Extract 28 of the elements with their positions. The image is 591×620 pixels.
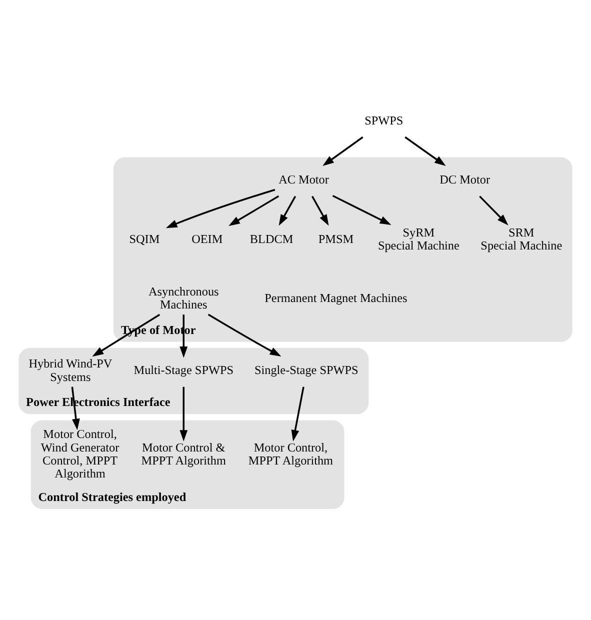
node-text: BLDCM bbox=[250, 231, 294, 246]
arrow bbox=[479, 195, 508, 225]
label: Permanent Magnet Machines bbox=[264, 290, 408, 304]
arrow bbox=[208, 313, 282, 356]
node-text: SyRM Special Machine bbox=[378, 224, 460, 252]
node-text: PMSM bbox=[318, 231, 354, 246]
node-text: SRM Special Machine bbox=[480, 224, 562, 252]
node-text: Motor Control, MPPT Algorithm bbox=[248, 440, 334, 467]
node-text: Asynchronous Machines bbox=[148, 284, 219, 311]
arrow bbox=[166, 188, 276, 228]
node-text: DC Motor bbox=[440, 172, 490, 186]
arrow bbox=[180, 386, 188, 441]
arrow bbox=[332, 194, 392, 224]
node-text: SPWPS bbox=[364, 112, 404, 127]
arrow bbox=[228, 194, 280, 226]
arrow bbox=[322, 136, 364, 166]
node-text: Multi-Stage SPWPS bbox=[134, 362, 234, 377]
node-text: OEIM bbox=[192, 231, 223, 246]
node-text: Hybrid Wind-PV Systems bbox=[28, 356, 112, 384]
arrow bbox=[404, 136, 446, 166]
arrow bbox=[278, 195, 296, 226]
arrow bbox=[291, 386, 304, 441]
node-text: AC Motor bbox=[278, 172, 329, 186]
node-text: SQIM bbox=[129, 231, 160, 246]
node-text: Single-Stage SPWPS bbox=[254, 362, 358, 377]
arrow bbox=[311, 195, 329, 226]
node-text: Motor Control & MPPT Algorithm bbox=[141, 440, 226, 467]
node-text: Motor Control, Wind Generator Control, MPPT Algorithm bbox=[40, 426, 120, 480]
